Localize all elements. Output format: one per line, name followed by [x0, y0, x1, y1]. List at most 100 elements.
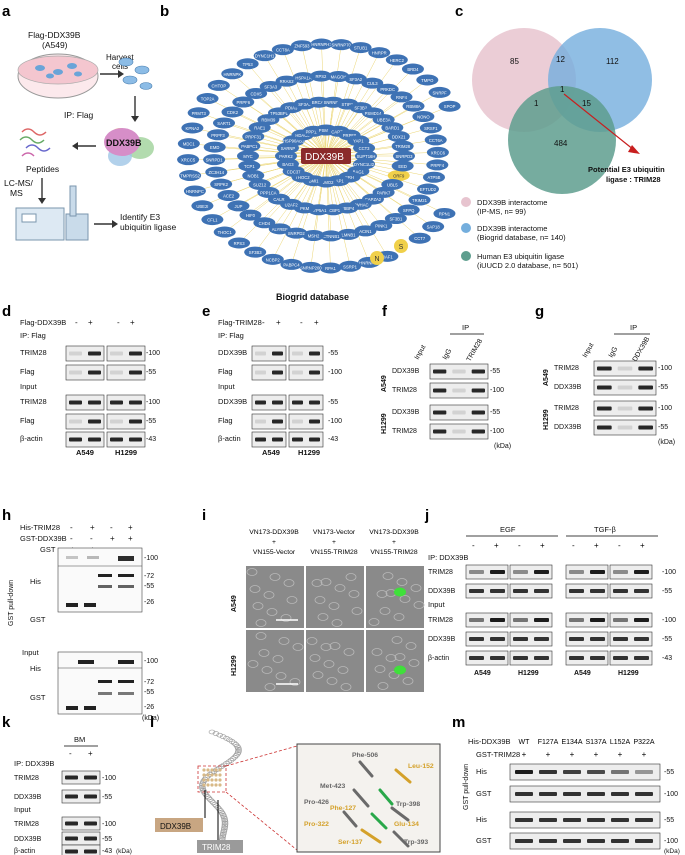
blot-band — [255, 437, 266, 442]
network-node-label: SRPK2 — [214, 182, 228, 187]
network-node — [292, 72, 315, 84]
d-row-1: Flag — [20, 367, 35, 376]
d-ip: IP: Flag — [20, 331, 46, 340]
network-node-label: U2AF2 — [285, 202, 299, 207]
a-lcms2: MS — [10, 188, 23, 198]
blot-band — [611, 792, 629, 796]
a-harvest: Harvest — [106, 53, 134, 62]
a-ip: IP: Flag — [64, 110, 94, 120]
venn-n5: 1 — [560, 85, 565, 94]
network-node-label: CFL1 — [207, 218, 218, 223]
blot-band — [292, 370, 303, 375]
h-sign: + — [110, 534, 115, 543]
h-input: Input — [22, 648, 40, 657]
blot-band — [309, 370, 320, 375]
blot-band — [84, 821, 97, 826]
panel-b: SUPT16HDYNC1LI2BAG1ERHSAP1SUMO2BMI1THOC2… — [177, 38, 461, 302]
network-node — [299, 261, 322, 273]
network-node — [238, 160, 261, 172]
h-row-1: GST — [30, 615, 46, 624]
m-kda: (kDa) — [664, 848, 680, 855]
blot-band — [490, 637, 505, 641]
network-node-label: TP53BP1 — [270, 111, 289, 116]
network-node-label: CUL3 — [367, 81, 378, 86]
network-node-label: RRAS2 — [280, 79, 295, 84]
network-node — [339, 260, 362, 272]
blot-band — [272, 419, 283, 424]
d-input: Input — [20, 382, 38, 391]
blot-band — [515, 770, 533, 774]
legend-3b: (iUUCD 2.0 database, n= 501) — [477, 261, 579, 270]
panel-label-m: m — [452, 714, 465, 731]
network-node — [433, 207, 456, 219]
j-mw-2: -100 — [662, 617, 676, 624]
network-node-label: PRKDC — [380, 87, 395, 92]
network-node-label: STIP1 — [342, 102, 354, 107]
j-row-2: TRIM28 — [428, 617, 453, 624]
panel-c: 85 12 112 1 1 15 484 Potential E3 ubiqui… — [461, 28, 665, 270]
blot-band — [617, 366, 633, 371]
blot-band — [69, 419, 82, 424]
blot-band — [471, 388, 485, 393]
network-node-label: NOB1 — [248, 173, 260, 178]
network-node-label: PSMD14 — [365, 111, 382, 116]
blot-band — [563, 770, 581, 774]
network-node-label: PPP1CA — [260, 190, 277, 195]
microscopy-image — [366, 630, 424, 692]
blot-band — [255, 400, 266, 405]
network-node-label: CHTOP — [212, 83, 227, 88]
network-node-label: TOP2A — [201, 97, 215, 102]
panel-label-a: a — [2, 3, 11, 20]
blot-band — [513, 637, 528, 641]
blot-band — [597, 425, 612, 430]
network-node-label: SNRNP40 — [324, 100, 344, 105]
network-node — [275, 75, 298, 87]
network-node-label: PPP1R8 — [306, 129, 323, 134]
blot-band — [490, 570, 505, 574]
legend-swatch-2 — [461, 223, 471, 233]
network-node — [261, 253, 284, 265]
f-mw-0: -55 — [490, 368, 500, 375]
network-node — [401, 63, 424, 75]
panel-j: EGF TGF-β -+-+-+-+ IP: DDX39B TRIM28 DDX… — [428, 525, 676, 677]
blot-band — [433, 369, 447, 374]
blot-band — [490, 589, 505, 593]
h-bands — [66, 556, 134, 710]
blot-band — [129, 419, 142, 424]
d-cell-1: H1299 — [115, 448, 137, 457]
network-node-label: CCT3 — [359, 146, 371, 151]
network-node-label: XRCC6 — [431, 150, 446, 155]
network-node-label: CHD4 — [259, 221, 271, 226]
network-node — [416, 74, 439, 86]
panel-label-j: j — [424, 507, 429, 524]
blot-band — [309, 351, 320, 356]
d-mw-0: -100 — [146, 350, 160, 357]
network-node-label: MSH2 — [308, 234, 320, 239]
panel-d: Flag-DDX39B - + - + IP: Flag TRIM28 Flag… — [20, 318, 160, 457]
network-node — [213, 226, 236, 238]
h-mw-2: -55 — [144, 583, 154, 590]
k-row-4: β-actin — [14, 848, 35, 855]
network-node-label: XRCC5 — [181, 158, 196, 163]
legend-2a: DDX39B interactome — [477, 224, 547, 233]
blot-band — [513, 618, 528, 622]
f-row-1: TRIM28 — [392, 387, 417, 394]
network-node — [426, 159, 449, 171]
j-row-4: β-actin — [428, 655, 449, 662]
e-ip: IP: Flag — [218, 331, 244, 340]
network-node-label: PRPF4 — [431, 163, 445, 168]
a-peptides: Peptides — [26, 164, 59, 174]
network-node-label: SAP1 — [333, 179, 344, 184]
d-sign-0: - — [75, 318, 78, 327]
e-mw-2: -55 — [328, 399, 338, 406]
j-mw-1: -55 — [662, 588, 672, 595]
network-node-label: RAF1 — [382, 254, 393, 259]
blot-band — [634, 570, 649, 574]
blot-band — [635, 818, 653, 822]
network-node — [402, 100, 425, 112]
panel-e: Flag-TRIM28 - + - + IP: Flag DDX39B Flag… — [218, 318, 342, 457]
h-row-3: GST — [30, 693, 46, 702]
network-node — [228, 237, 251, 249]
a-protein: DDX39B — [106, 138, 142, 148]
blot-band — [272, 370, 283, 375]
